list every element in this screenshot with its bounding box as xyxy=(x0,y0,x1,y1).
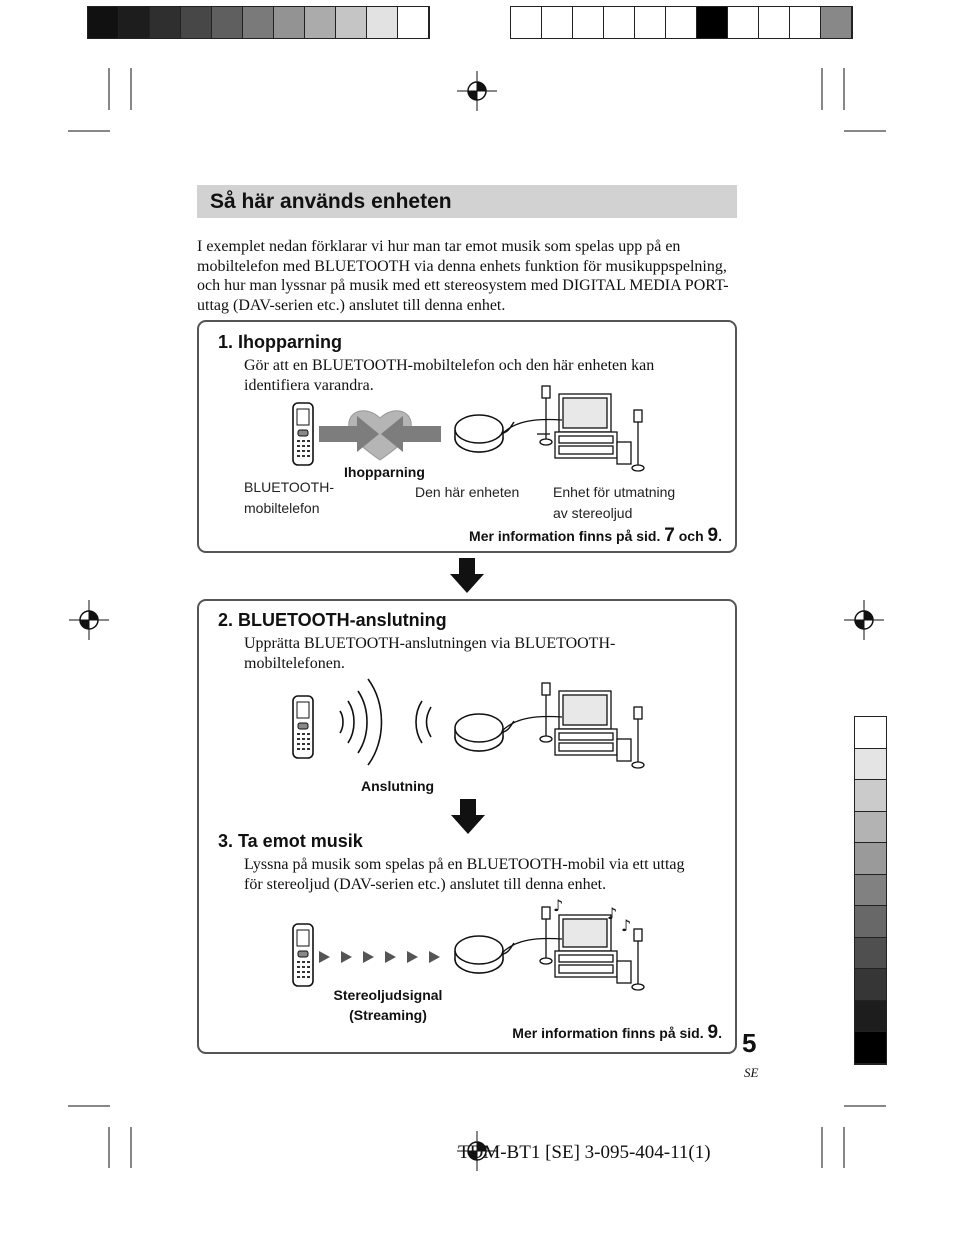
color-bar-swatch xyxy=(728,7,759,38)
color-bar-swatch xyxy=(511,7,542,38)
gray-scale-swatch xyxy=(855,1000,886,1032)
mobile-phone-icon xyxy=(292,402,314,466)
unit-label: Den här enheten xyxy=(415,484,520,500)
bluetooth-unit-device-icon xyxy=(454,414,515,453)
step1-more-and: och xyxy=(678,528,704,544)
gray-scale-swatch xyxy=(855,717,886,749)
gray-scale-swatch xyxy=(855,811,886,843)
registration-mark-bottom xyxy=(457,1131,497,1171)
color-bar-swatch xyxy=(243,7,274,38)
color-bar-swatch xyxy=(821,7,852,38)
registration-mark-right xyxy=(844,600,884,640)
document-code-footer: TDM-BT1 [SE] 3-095-404-11(1) xyxy=(458,1142,711,1163)
cable-line xyxy=(501,937,563,954)
stereo-signal-line2: (Streaming) xyxy=(349,1007,427,1023)
color-bar-swatch xyxy=(790,7,821,38)
step2-3-box: 2. BLUETOOTH-anslutning Upprätta BLUETOO… xyxy=(197,599,737,1054)
color-bar-swatch xyxy=(573,7,604,38)
output-label-line1: Enhet för utmatning xyxy=(553,484,676,500)
stereo-system-icon xyxy=(539,682,645,769)
stereo-system-icon: ♪♪♪ xyxy=(539,896,645,991)
step1-more-prefix: Mer information finns på sid. xyxy=(469,528,661,544)
color-bar-swatch xyxy=(274,7,305,38)
color-bar-swatch xyxy=(398,7,429,38)
step3-more-prefix: Mer information finns på sid. xyxy=(512,1025,704,1041)
pairing-heart-icon xyxy=(319,410,441,461)
down-arrow-icon xyxy=(451,799,485,834)
color-bar-swatch xyxy=(666,7,697,38)
color-bar-swatch xyxy=(88,7,119,38)
step3-heading: 3. Ta emot musik xyxy=(218,831,363,851)
connection-label: Anslutning xyxy=(361,778,435,794)
printer-gray-scale-side xyxy=(854,716,887,1065)
color-bar-swatch xyxy=(542,7,573,38)
color-bar-swatch xyxy=(305,7,336,38)
color-bar-swatch xyxy=(759,7,790,38)
svg-text:♪: ♪ xyxy=(607,904,617,923)
bluetooth-unit-device-icon xyxy=(454,935,515,974)
phone-label-line1: BLUETOOTH- xyxy=(244,479,334,495)
gray-scale-swatch xyxy=(855,874,886,906)
step1-heading: 1. Ihopparning xyxy=(218,332,342,352)
step3-more-page: 9 xyxy=(707,1022,719,1043)
step2-text: Upprätta BLUETOOTH-anslutningen via BLUE… xyxy=(244,635,616,672)
wireless-waves-icon xyxy=(339,678,432,766)
color-bar-swatch xyxy=(119,7,150,38)
mobile-phone-icon xyxy=(292,695,314,759)
mobile-phone-icon xyxy=(292,923,314,987)
down-arrow-icon xyxy=(450,558,484,593)
color-bar-swatch xyxy=(150,7,181,38)
step3-more-info: Mer information finns på sid. 9. xyxy=(512,1022,722,1044)
section-title: Så här används enheten xyxy=(210,190,452,213)
output-label: Enhet för utmatning av stereoljud xyxy=(553,482,675,524)
pairing-label: Ihopparning xyxy=(344,464,425,480)
step3-text: Lyssna på musik som spelas på en BLUETOO… xyxy=(244,856,685,893)
printer-color-bar-right xyxy=(510,6,853,39)
gray-scale-swatch xyxy=(855,1032,886,1064)
page-number: 5 xyxy=(742,1028,757,1058)
svg-text:♪: ♪ xyxy=(621,916,631,935)
gray-scale-swatch xyxy=(855,780,886,812)
step1-more-info: Mer information finns på sid. 7 och 9. xyxy=(469,525,722,547)
output-label-line2: av stereoljud xyxy=(553,505,633,521)
gray-scale-swatch xyxy=(855,969,886,1001)
color-bar-swatch xyxy=(181,7,212,38)
step1-more-page-a: 7 xyxy=(664,525,675,546)
color-bar-swatch xyxy=(336,7,367,38)
step1-text: Gör att en BLUETOOTH-mobiltelefon och de… xyxy=(244,357,655,394)
color-bar-swatch xyxy=(212,7,243,38)
page-language: SE xyxy=(744,1065,759,1080)
color-bar-swatch xyxy=(697,7,728,38)
streaming-signal-icon xyxy=(319,951,440,963)
cable-line xyxy=(501,715,563,732)
gray-scale-swatch xyxy=(855,906,886,938)
phone-label-line2: mobiltelefon xyxy=(244,500,320,516)
section-title-bar: Så här används enheten xyxy=(197,185,737,218)
registration-mark-left xyxy=(69,600,109,640)
registration-mark-top xyxy=(457,71,497,111)
printer-color-bar-left xyxy=(87,6,430,39)
stereo-system-icon xyxy=(537,385,645,472)
step3-more-end: . xyxy=(718,1025,722,1041)
stereo-signal-line1: Stereoljudsignal xyxy=(333,987,443,1003)
gray-scale-swatch xyxy=(855,843,886,875)
intro-paragraph: I exemplet nedan förklarar vi hur man ta… xyxy=(197,238,729,314)
step1-more-end: . xyxy=(718,528,722,544)
cable-line xyxy=(501,418,563,435)
color-bar-swatch xyxy=(367,7,398,38)
phone-label: BLUETOOTH- mobiltelefon xyxy=(244,477,334,519)
color-bar-swatch xyxy=(604,7,635,38)
step2-heading: 2. BLUETOOTH-anslutning xyxy=(218,610,447,630)
svg-text:♪: ♪ xyxy=(553,896,563,915)
step1-more-page-b: 9 xyxy=(707,525,719,546)
color-bar-swatch xyxy=(635,7,666,38)
stereo-signal-label: Stereoljudsignal (Streaming) xyxy=(323,985,453,1025)
gray-scale-swatch xyxy=(855,937,886,969)
bluetooth-unit-device-icon xyxy=(454,713,515,752)
gray-scale-swatch xyxy=(855,748,886,780)
step1-box: 1. Ihopparning Gör att en BLUETOOTH-mobi… xyxy=(197,320,737,553)
